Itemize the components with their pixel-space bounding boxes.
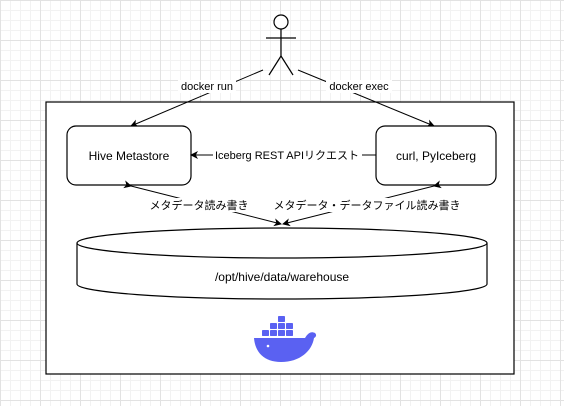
metadata-rw-label-bg: [149, 198, 249, 212]
hive-metastore-label: Hive Metastore: [89, 149, 170, 163]
docker-whale-icon: [254, 316, 317, 362]
iceberg-rest-label-bg: [213, 148, 362, 162]
docker-run-label: docker run: [181, 81, 233, 93]
metadata-data-rw-label-bg: [272, 198, 462, 212]
docker-exec-label-bg: [326, 80, 392, 93]
docker-run-arrow: [130, 69, 264, 127]
client-label: curl, PyIceberg: [396, 149, 476, 163]
docker-run-label-bg: [178, 80, 236, 93]
stick-figure-icon: [266, 14, 296, 76]
metadata-rw-label: メタデータ読み書き: [150, 198, 249, 212]
warehouse-storage[interactable]: [76, 227, 488, 300]
metadata-data-rw-label: メタデータ・データファイル読み書き: [274, 198, 461, 212]
warehouse-label: /opt/hive/data/warehouse: [215, 270, 349, 284]
docker-exec-arrow: [297, 69, 435, 128]
iceberg-rest-label: Iceberg REST APIリクエスト: [215, 149, 359, 162]
docker-exec-label: docker exec: [329, 81, 389, 93]
